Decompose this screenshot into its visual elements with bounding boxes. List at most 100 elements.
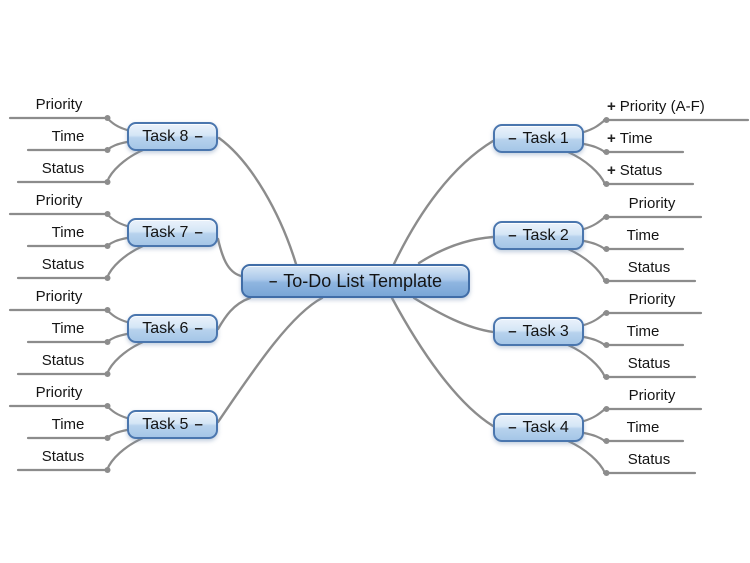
subtopic-task5-status[interactable]: Status xyxy=(18,446,108,468)
subtopic-task5-priority[interactable]: Priority xyxy=(10,382,108,404)
junction-dot-task6-time xyxy=(104,339,111,345)
node-task-1[interactable]: – Task 1 xyxy=(493,124,584,153)
subtopic-task7-time[interactable]: Time xyxy=(28,222,108,244)
subtopic-task1-status[interactable]: +Status xyxy=(603,160,699,182)
subtopic-task1-priority[interactable]: +Priority (A-F) xyxy=(603,96,750,118)
collapse-icon[interactable]: – xyxy=(194,320,203,337)
branch-task1-time xyxy=(582,142,607,154)
subtopic-task8-time[interactable]: Time xyxy=(28,126,108,148)
subtopic-task6-time[interactable]: Time xyxy=(28,318,108,340)
subtopic-label: Time xyxy=(619,130,653,147)
collapse-icon[interactable]: – xyxy=(508,227,517,244)
node-task-8[interactable]: Task 8 – xyxy=(127,122,218,151)
subtopic-task4-status[interactable]: Status xyxy=(603,449,695,471)
subtopic-label: Time xyxy=(51,416,85,433)
collapse-icon[interactable]: – xyxy=(194,224,203,241)
junction-dot-task3-priority xyxy=(603,310,610,316)
subtopic-task7-priority[interactable]: Priority xyxy=(10,190,108,212)
subtopic-task2-status[interactable]: Status xyxy=(603,257,695,279)
subtopic-label: Time xyxy=(626,323,660,340)
branch-task2-priority xyxy=(582,215,607,231)
subtopic-label: Priority xyxy=(35,384,83,401)
node-label: Task 5 xyxy=(142,415,189,433)
subtopic-task6-status[interactable]: Status xyxy=(18,350,108,372)
expand-icon[interactable]: + xyxy=(607,98,616,115)
node-task-6[interactable]: Task 6 – xyxy=(127,314,218,343)
branch-task4-time xyxy=(582,431,607,443)
branch-center-task1 xyxy=(392,139,495,266)
collapse-icon[interactable]: – xyxy=(508,323,517,340)
node-task-7[interactable]: Task 7 – xyxy=(127,218,218,247)
subtopic-label: Time xyxy=(626,419,660,436)
node-label: Task 6 xyxy=(142,319,189,337)
junction-dot-task7-priority xyxy=(104,211,111,217)
node-label: Task 4 xyxy=(522,418,569,436)
subtopic-task3-status[interactable]: Status xyxy=(603,353,695,375)
collapse-icon[interactable]: – xyxy=(194,128,203,145)
branch-task3-status xyxy=(566,343,607,379)
subtopic-label: Priority xyxy=(35,96,83,113)
subtopic-label: Priority xyxy=(628,291,676,308)
subtopic-task4-priority[interactable]: Priority xyxy=(603,385,701,407)
branch-center-task7 xyxy=(216,237,243,278)
junction-dot-task5-status xyxy=(104,467,111,473)
branch-center-task8 xyxy=(217,136,298,266)
branch-task4-status xyxy=(566,439,607,475)
branch-task3-time xyxy=(582,335,607,347)
subtopic-label: Time xyxy=(51,128,85,145)
branch-task7-status xyxy=(105,244,145,280)
subtopic-task7-status[interactable]: Status xyxy=(18,254,108,276)
subtopic-label: Time xyxy=(51,224,85,241)
node-label: Task 3 xyxy=(522,322,569,340)
node-task-4[interactable]: – Task 4 xyxy=(493,413,584,442)
node-task-3[interactable]: – Task 3 xyxy=(493,317,584,346)
subtopic-task3-time[interactable]: Time xyxy=(603,321,683,343)
branch-task1-priority xyxy=(582,118,607,134)
subtopic-task6-priority[interactable]: Priority xyxy=(10,286,108,308)
junction-dot-task6-status xyxy=(104,371,111,377)
subtopic-task8-priority[interactable]: Priority xyxy=(10,94,108,116)
junction-dot-task1-time xyxy=(603,149,610,155)
collapse-icon[interactable]: – xyxy=(194,416,203,433)
node-label: Task 7 xyxy=(142,223,189,241)
subtopic-label: Priority xyxy=(35,288,83,305)
junction-dot-task8-priority xyxy=(104,115,111,121)
branch-task2-status xyxy=(566,247,607,283)
subtopic-label: Status xyxy=(41,352,85,369)
expand-icon[interactable]: + xyxy=(607,162,616,179)
node-label: To-Do List Template xyxy=(283,270,443,291)
collapse-icon[interactable]: – xyxy=(508,130,517,147)
node-task-2[interactable]: – Task 2 xyxy=(493,221,584,250)
junction-dot-task4-priority xyxy=(603,406,610,412)
junction-dot-task2-status xyxy=(603,278,610,284)
branch-task6-status xyxy=(105,340,145,376)
subtopic-task1-time[interactable]: +Time xyxy=(603,128,687,150)
junction-dot-task1-status xyxy=(603,181,610,187)
node-label: Task 8 xyxy=(142,127,189,145)
node-task-5[interactable]: Task 5 – xyxy=(127,410,218,439)
junction-dot-task7-time xyxy=(104,243,111,249)
branch-task8-status xyxy=(105,148,145,184)
junction-dot-task2-time xyxy=(603,246,610,252)
subtopic-task4-time[interactable]: Time xyxy=(603,417,683,439)
node-center[interactable]: – To-Do List Template xyxy=(241,264,470,298)
subtopic-label: Priority xyxy=(35,192,83,209)
junction-dot-task1-priority xyxy=(603,117,610,123)
subtopic-task3-priority[interactable]: Priority xyxy=(603,289,701,311)
expand-icon[interactable]: + xyxy=(607,130,616,147)
branch-task7-priority xyxy=(105,212,129,228)
subtopic-task8-status[interactable]: Status xyxy=(18,158,108,180)
subtopic-label: Time xyxy=(626,227,660,244)
collapse-icon[interactable]: – xyxy=(268,272,278,290)
node-label: Task 1 xyxy=(522,129,569,147)
junction-dot-task8-status xyxy=(104,179,111,185)
collapse-icon[interactable]: – xyxy=(508,419,517,436)
node-label: Task 2 xyxy=(522,226,569,244)
junction-dot-task2-priority xyxy=(603,214,610,220)
subtopic-task2-priority[interactable]: Priority xyxy=(603,193,701,215)
subtopic-task5-time[interactable]: Time xyxy=(28,414,108,436)
subtopic-task2-time[interactable]: Time xyxy=(603,225,683,247)
junction-dot-task3-time xyxy=(603,342,610,348)
subtopic-label: Status xyxy=(41,448,85,465)
